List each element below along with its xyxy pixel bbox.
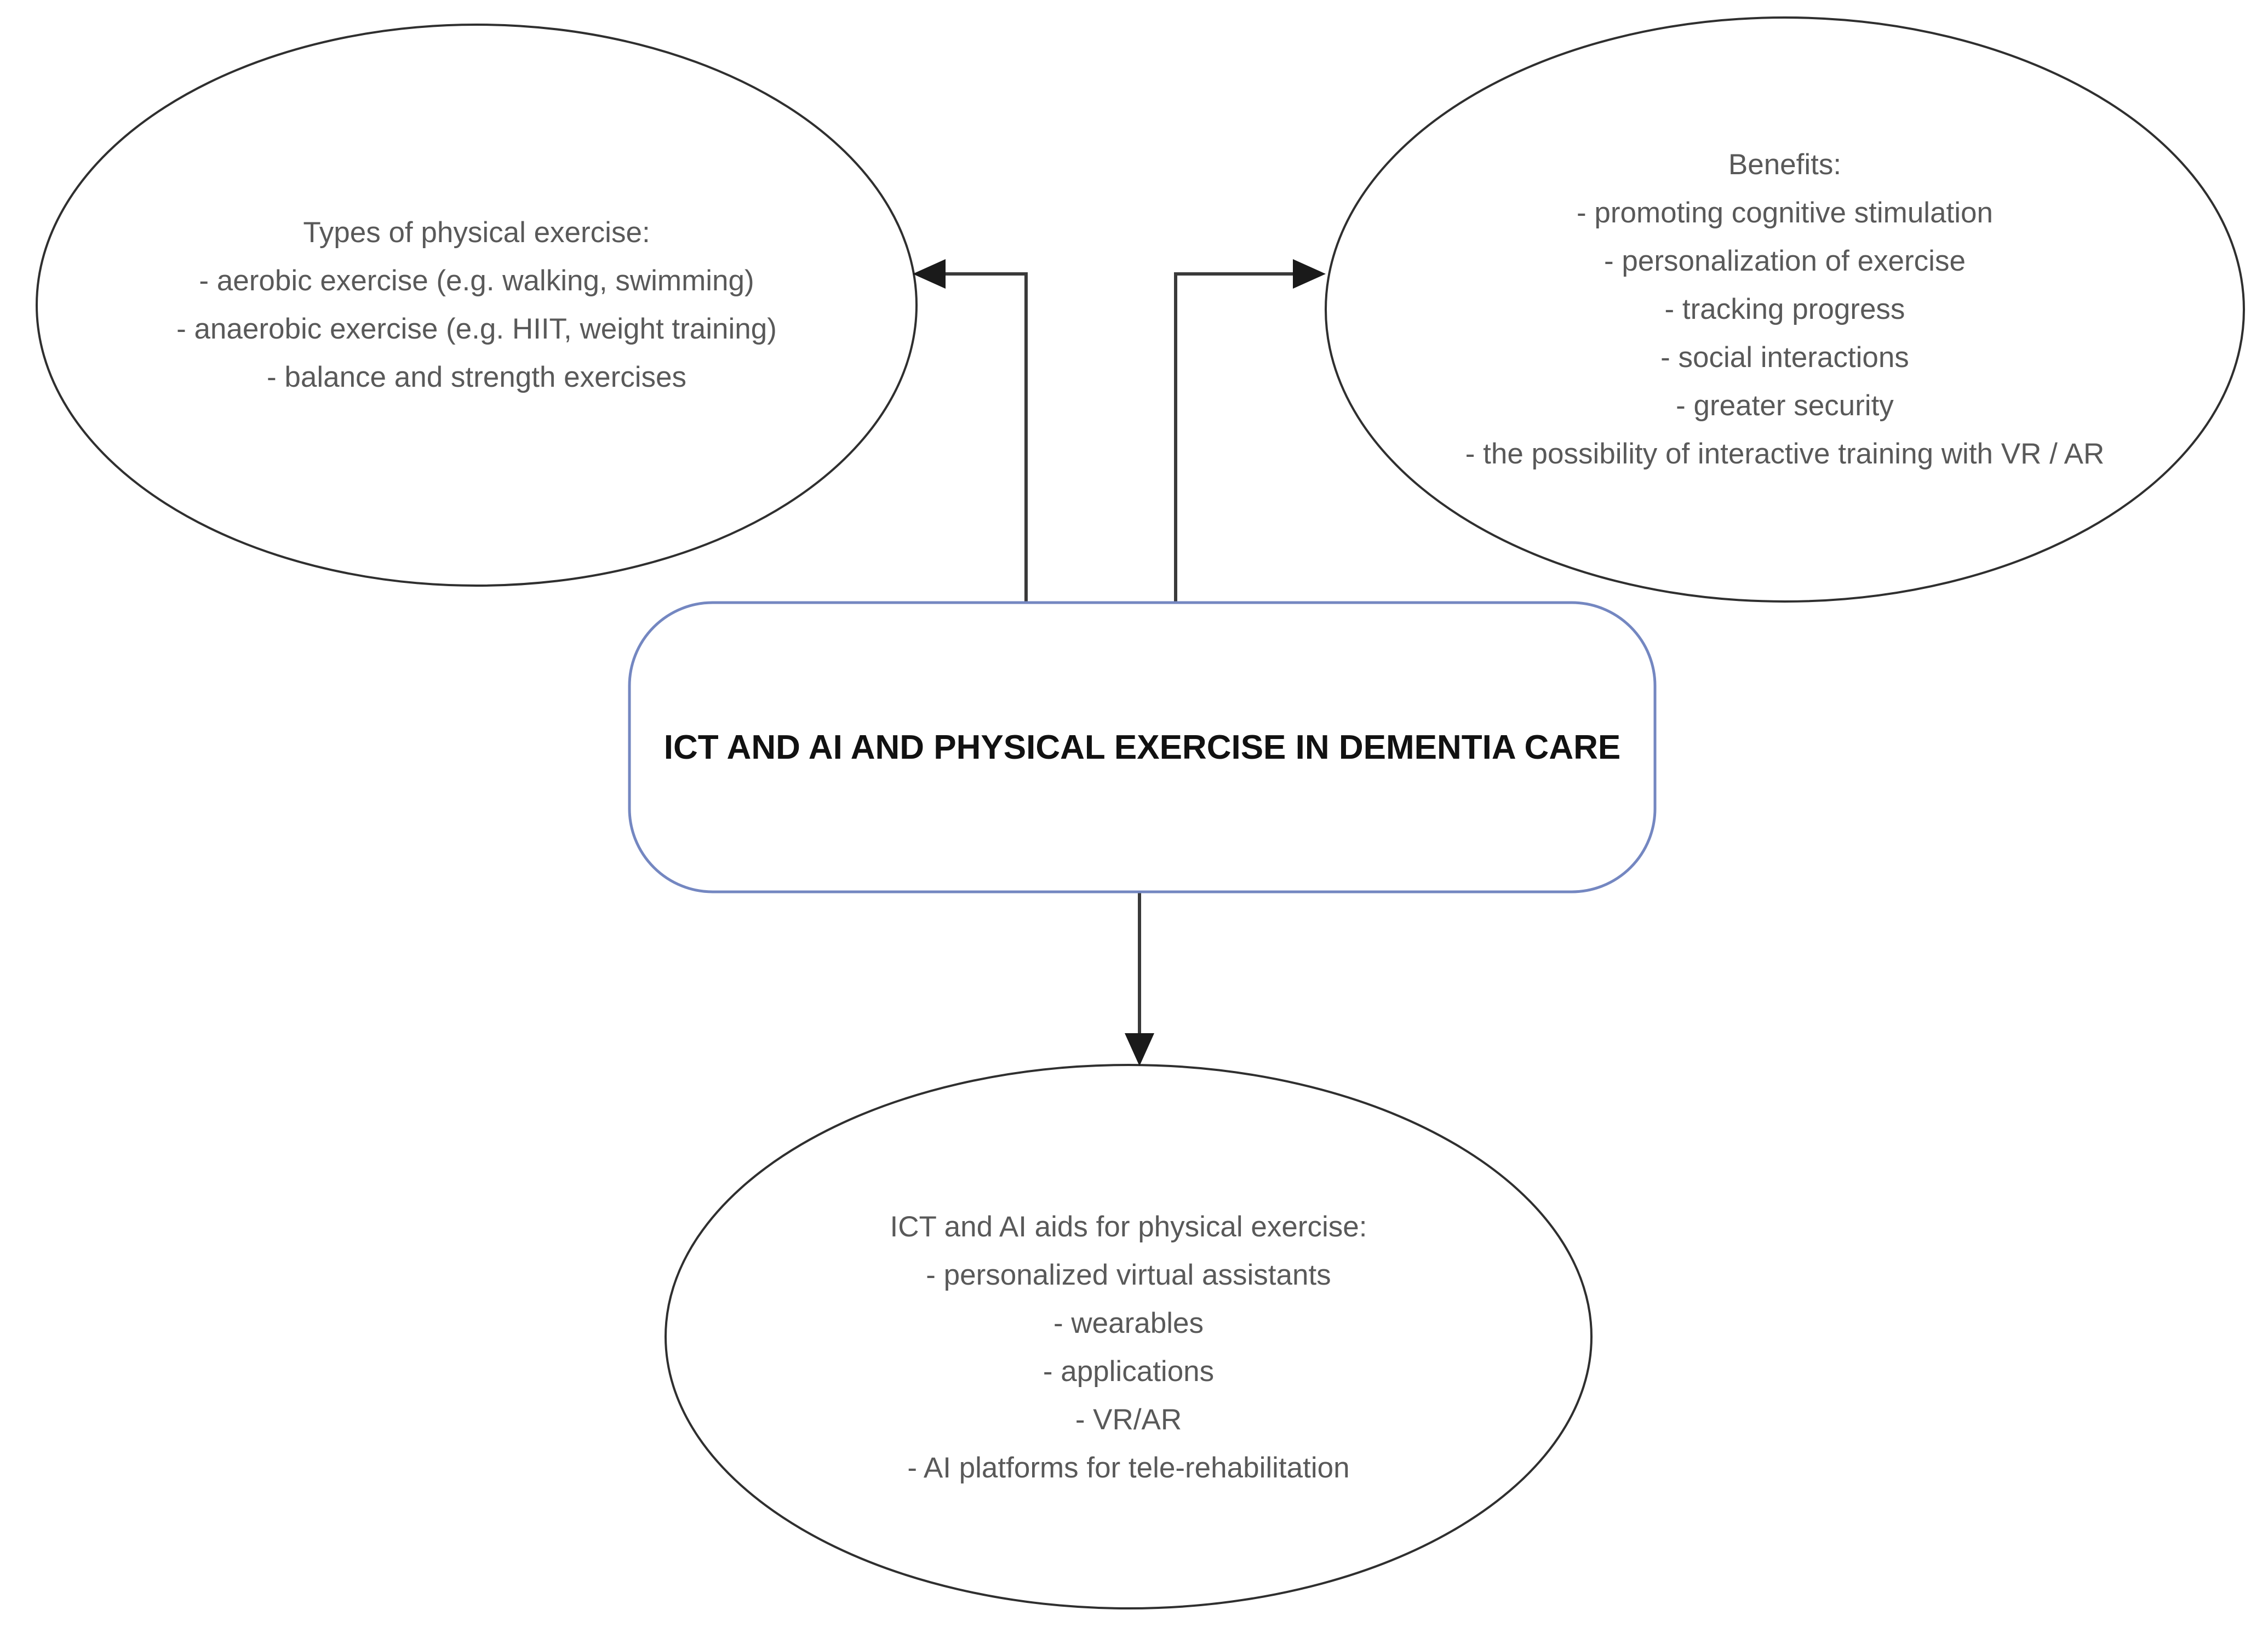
title-box: ICT AND AI AND PHYSICAL EXERCISE IN DEME… [629,603,1655,892]
aids-node: ICT and AI aids for physical exercise: -… [668,1090,1589,1605]
title-box-outline [628,601,1657,893]
left-arrowhead-icon [913,259,946,289]
types-heading: Types of physical exercise: [303,216,650,249]
connector-to-aids [1125,892,1154,1066]
benefits-node: Benefits: - promoting cognitive stimulat… [1328,19,2241,600]
aids-item: - wearables [1053,1307,1204,1339]
connector-to-types [913,259,1028,604]
benefits-ellipse-outline [1325,16,2245,603]
right-arrowhead-icon [1293,259,1326,289]
connector-to-benefits [1174,259,1326,604]
aids-item: - AI platforms for tele-rehabilitation [907,1452,1350,1484]
benefits-item: - social interactions [1660,341,1909,374]
connector-to-benefits-line [1174,272,1294,604]
aids-item: - personalized virtual assistants [926,1259,1331,1291]
types-node: Types of physical exercise: - aerobic ex… [38,27,915,583]
aids-item: - applications [1043,1355,1215,1388]
benefits-item: - promoting cognitive stimulation [1576,197,1993,229]
types-item: - anaerobic exercise (e.g. HIIT, weight … [176,313,777,345]
types-ellipse-outline [36,24,918,587]
benefits-item: - greater security [1676,389,1894,422]
benefits-item: - personalization of exercise [1604,245,1966,277]
connector-to-types-line [944,272,1028,604]
aids-ellipse-outline [665,1064,1593,1609]
down-arrowhead-icon [1125,1033,1154,1066]
benefits-item: - tracking progress [1664,293,1905,325]
benefits-item: - the possibility of interactive trainin… [1465,438,2105,470]
aids-heading: ICT and AI aids for physical exercise: [890,1211,1367,1243]
types-item: - balance and strength exercises [267,361,686,393]
types-item: - aerobic exercise (e.g. walking, swimmi… [199,265,754,297]
aids-item: - VR/AR [1075,1403,1182,1436]
title-box-label: ICT AND AI AND PHYSICAL EXERCISE IN DEME… [663,728,1621,766]
benefits-heading: Benefits: [1728,148,1842,181]
